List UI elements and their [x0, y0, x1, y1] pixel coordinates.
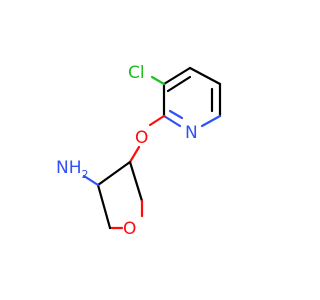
bond-c6-n [200, 114, 222, 128]
bond-c3-cl [150, 75, 166, 86]
bond-c2thf-c3thf [96, 183, 112, 230]
atom-nh2-label: NH2 [56, 158, 89, 181]
atom-o-ring-label: O [123, 219, 136, 239]
bond-c4-c5 [188, 66, 222, 86]
bond-c2-o [148, 114, 166, 127]
atom-cl-label: Cl [128, 63, 145, 83]
molecule-diagram: Cl N O NH2 O [56, 63, 222, 239]
bond-n-c2 [162, 114, 182, 128]
bond-n-c2-inner [168, 109, 184, 120]
bond-c4thf-c5thf [128, 160, 144, 203]
atom-o-ether-label: O [135, 128, 148, 148]
bond-c3thf-n [82, 174, 100, 187]
atom-n-pyridine-label: N [185, 123, 198, 143]
bond-o-c4thf [128, 145, 141, 164]
structure-svg: Cl N O NH2 O [56, 63, 222, 239]
bond-c3-c4 [162, 66, 192, 86]
bond-c4-c4-inner [166, 75, 192, 93]
bond-c4thf-c3thf [96, 160, 132, 187]
